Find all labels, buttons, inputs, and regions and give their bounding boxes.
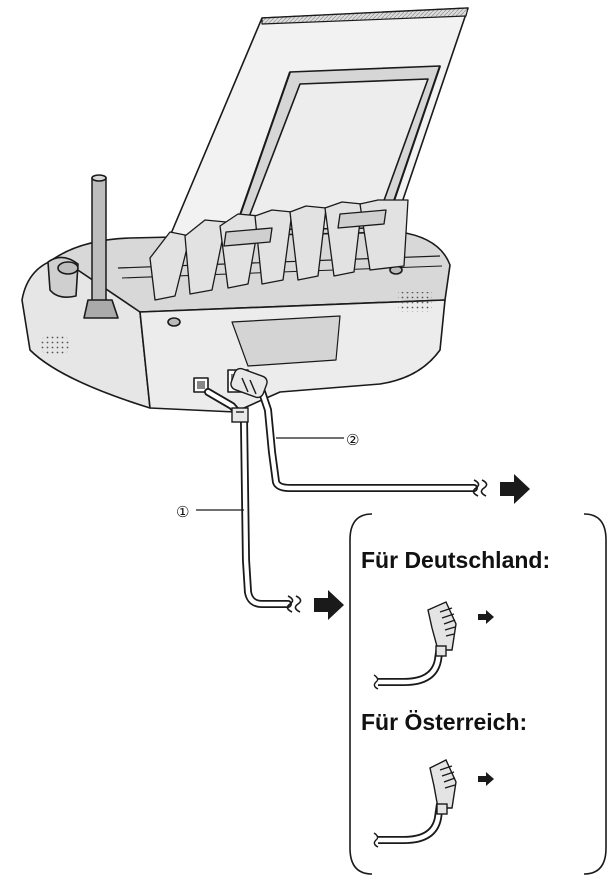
tae-plug-icon xyxy=(373,759,457,848)
regional-panel: Für Deutschland: Für Österreich: xyxy=(349,513,607,875)
callout-1: ① xyxy=(176,504,189,521)
heading-austria: Für Österreich: xyxy=(361,709,527,735)
svg-text:①: ① xyxy=(176,504,189,521)
cable-2-plug xyxy=(230,367,268,399)
antenna-icon xyxy=(83,174,119,319)
paper-tray xyxy=(231,65,441,239)
arrow-right-icon xyxy=(478,610,494,624)
svg-text:②: ② xyxy=(346,432,359,449)
arrow-right-icon xyxy=(478,772,494,786)
tae-plug-icon xyxy=(373,601,457,690)
arrow-right-icon xyxy=(500,474,530,504)
cable-1-plug xyxy=(231,407,249,423)
arrow-right-icon xyxy=(314,590,344,620)
cable-1 xyxy=(204,388,302,613)
callout-2: ② xyxy=(346,432,359,449)
cable-2 xyxy=(230,367,488,497)
heading-germany: Für Deutschland: xyxy=(361,547,550,573)
paper-guides xyxy=(149,199,409,301)
fax-machine xyxy=(21,7,469,413)
